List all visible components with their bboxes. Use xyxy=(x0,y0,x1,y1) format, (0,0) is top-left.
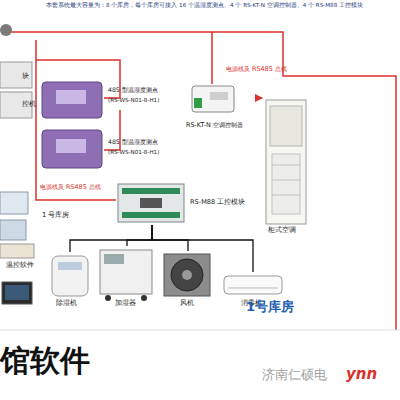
node-label: 加湿器 xyxy=(115,300,136,308)
sensor-node: 485 型温湿度测点 (RS-WS-N01-8-H1) xyxy=(38,78,173,122)
partial-label: 块 xyxy=(22,72,29,80)
node-label: 风机 xyxy=(180,300,194,308)
module-node: RS-M88 工控模块 xyxy=(116,181,188,225)
appliance-part xyxy=(100,250,152,294)
appliance-part xyxy=(182,270,192,280)
bus-label: 电源线及 RS485 总线 xyxy=(226,66,287,73)
sensor-device-part xyxy=(56,90,86,104)
appliance-part xyxy=(52,256,88,296)
appliance-node: 除湿机 xyxy=(48,252,92,312)
control-module-part xyxy=(122,212,180,218)
control-module xyxy=(118,184,184,222)
left-panel xyxy=(0,24,34,304)
divider-line-part xyxy=(0,330,400,331)
appliance-node: 风机 xyxy=(162,251,214,312)
bus-wire xyxy=(8,32,396,330)
cabinet-aircon-part xyxy=(272,195,300,196)
watermark: 济南仁硕电 xyxy=(262,368,327,383)
connector xyxy=(70,225,152,252)
appliance-part xyxy=(164,254,210,296)
control-module-part xyxy=(140,198,162,208)
watermark: ynn xyxy=(346,366,377,383)
left-panel-part xyxy=(0,220,26,240)
appliance-part xyxy=(105,295,111,301)
aircon-controller xyxy=(192,86,234,112)
bus-wire-part xyxy=(8,32,396,330)
cabinet-aircon-part xyxy=(272,165,300,166)
left-panel-part xyxy=(0,192,28,214)
appliance-node: 加湿器 xyxy=(98,246,156,312)
cabinet-aircon-part xyxy=(272,180,300,181)
cabinet-aircon-part xyxy=(272,154,300,214)
bus-wire-part xyxy=(36,40,116,200)
connector xyxy=(127,225,152,246)
cabinet-aircon-part xyxy=(270,106,302,146)
left-panel-part xyxy=(5,285,29,300)
node-label: 485 型温湿度测点 xyxy=(108,138,158,145)
appliance-part xyxy=(224,276,282,294)
node-label: 485 型温湿度测点 xyxy=(108,86,158,93)
sensor-device xyxy=(42,82,102,168)
node-label: RS-M88 工控模块 xyxy=(190,199,245,207)
appliance xyxy=(52,250,282,301)
aircon-controller-part xyxy=(194,98,202,108)
room-title: 1号库房 xyxy=(246,300,294,315)
aircon-node: 柜式空调 xyxy=(262,98,310,238)
left-panel-part xyxy=(0,24,12,36)
bus-label: 电源线及 RS485 总线 xyxy=(40,184,101,191)
controller-node: RS-KT-N 空调控制器 xyxy=(186,82,260,134)
aircon-controller-part xyxy=(210,92,228,100)
aircon-controller-part xyxy=(192,86,234,112)
divider-line xyxy=(0,330,400,331)
sensor-device-part xyxy=(56,139,86,153)
sensor-device-part xyxy=(42,130,102,168)
node-label: 除湿机 xyxy=(56,300,77,308)
partial-label: 控机 xyxy=(22,100,36,108)
sensor-node: 485 型温湿度测点 (RS-WS-N01-8-H1) xyxy=(38,126,173,172)
appliance-part xyxy=(228,288,278,289)
software-label: 温控软件 xyxy=(6,262,34,270)
left-panel-part xyxy=(0,244,34,258)
room-label: 1 号库房 xyxy=(42,212,70,220)
sensor-device-part xyxy=(42,82,102,118)
control-module-part xyxy=(122,188,180,194)
connector xyxy=(152,225,253,272)
partial-title: 馆软件 xyxy=(0,344,90,379)
capacity-note: 本套系统最大容量为：8 个库房，每个库房可接入 16 个温湿度测点、4 个 RS… xyxy=(46,2,398,8)
cabinet-aircon xyxy=(266,100,306,224)
node-label: (RS-WS-N01-8-H1) xyxy=(108,149,159,155)
bus-wire-part xyxy=(211,32,213,84)
appliance-part xyxy=(104,254,124,264)
appliance-part xyxy=(141,295,147,301)
left-panel-part xyxy=(2,282,32,304)
connector xyxy=(260,97,262,99)
node-label: RS-KT-N 空调控制器 xyxy=(186,122,243,129)
appliance-part xyxy=(171,259,203,291)
left-panel-part xyxy=(0,62,32,88)
connector xyxy=(152,225,188,251)
node-label: 柜式空调 xyxy=(268,226,296,234)
cabinet-aircon-part xyxy=(266,100,306,224)
appliance-part xyxy=(58,262,82,270)
node-label: (RS-WS-N01-8-H1) xyxy=(108,97,159,103)
control-module-part xyxy=(118,184,184,222)
